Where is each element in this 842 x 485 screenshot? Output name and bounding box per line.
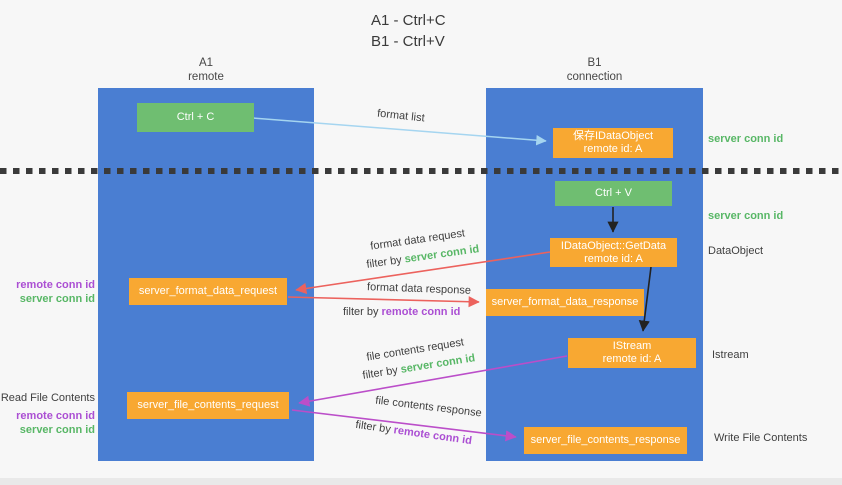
remote-conn-id-annotation-2: remote conn id bbox=[16, 410, 95, 422]
format-data-response-arrow bbox=[287, 296, 480, 308]
getdata-line1: IDataObject::GetData bbox=[560, 239, 667, 252]
lane-a1-name: A1 bbox=[198, 57, 214, 69]
ctrl-v-node: Ctrl + V bbox=[555, 181, 672, 206]
window-bottom-edge bbox=[0, 478, 842, 485]
read-file-contents-annotation: Read File Contents bbox=[0, 392, 95, 404]
format-data-request-arrow bbox=[295, 251, 551, 294]
server-file-contents-response-node: server_file_contents_response bbox=[524, 427, 687, 454]
lane-a1-header: A1 remote bbox=[98, 56, 314, 84]
lane-b1-subtitle: connection bbox=[566, 71, 623, 83]
server-conn-id-annotation-left-1: server conn id bbox=[19, 293, 95, 305]
idataobject-getdata-node: IDataObject::GetData remote id: A bbox=[550, 238, 677, 267]
file-contents-response-arrow bbox=[291, 409, 517, 442]
write-file-contents-annotation: Write File Contents bbox=[714, 432, 808, 444]
istream-node: IStream remote id: A bbox=[568, 338, 696, 368]
file-request-label: server_file_contents_request bbox=[137, 399, 279, 411]
dataobject-annotation: DataObject bbox=[708, 245, 764, 257]
istream-annotation: Istream bbox=[712, 349, 749, 361]
format-response-label: server_format_data_response bbox=[491, 296, 639, 308]
lane-b1-header: B1 connection bbox=[486, 56, 703, 84]
remote-conn-id-annotation-1: remote conn id bbox=[16, 279, 95, 291]
filter-by-value-2: remote conn id bbox=[381, 306, 461, 318]
save-idataobject-line2: remote id: A bbox=[583, 143, 643, 155]
server-format-data-response-node: server_format_data_response bbox=[486, 289, 644, 316]
title-line-1: A1 - Ctrl+C bbox=[371, 12, 446, 29]
ctrl-c-node: Ctrl + C bbox=[137, 103, 254, 132]
file-contents-request-arrow bbox=[298, 355, 568, 407]
server-format-data-request-node: server_format_data_request bbox=[129, 278, 287, 305]
getdata-to-istream-arrow bbox=[638, 266, 652, 332]
diagram-title: A1 - Ctrl+C B1 - Ctrl+V bbox=[371, 10, 446, 52]
server-file-contents-request-node: server_file_contents_request bbox=[127, 392, 289, 419]
server-conn-id-annotation-mid: server conn id bbox=[708, 210, 784, 222]
ctrl-c-label: Ctrl + C bbox=[176, 111, 215, 123]
ctrl-v-label: Ctrl + V bbox=[595, 187, 632, 199]
server-conn-id-annotation-top: server conn id bbox=[708, 133, 784, 145]
title-line-2: B1 - Ctrl+V bbox=[371, 33, 445, 50]
save-idataobject-line1: 保存IDataObject bbox=[572, 130, 654, 142]
file-response-label: server_file_contents_response bbox=[530, 434, 681, 446]
filter-by-prefix-2: filter by bbox=[343, 306, 382, 318]
format-list-arrow bbox=[252, 117, 547, 146]
getdata-line2: remote id: A bbox=[584, 252, 643, 265]
save-idataobject-node: 保存IDataObject remote id: A bbox=[553, 128, 673, 158]
lane-b1-name: B1 bbox=[587, 57, 602, 69]
server-conn-id-annotation-left-2: server conn id bbox=[19, 424, 95, 436]
istream-line2: remote id: A bbox=[602, 353, 662, 365]
filter-by-remote-conn-id-label-1: filter by remote conn id bbox=[343, 306, 460, 318]
istream-line1: IStream bbox=[612, 340, 652, 352]
format-request-label: server_format_data_request bbox=[138, 285, 278, 297]
lane-a1-subtitle: remote bbox=[188, 71, 224, 83]
